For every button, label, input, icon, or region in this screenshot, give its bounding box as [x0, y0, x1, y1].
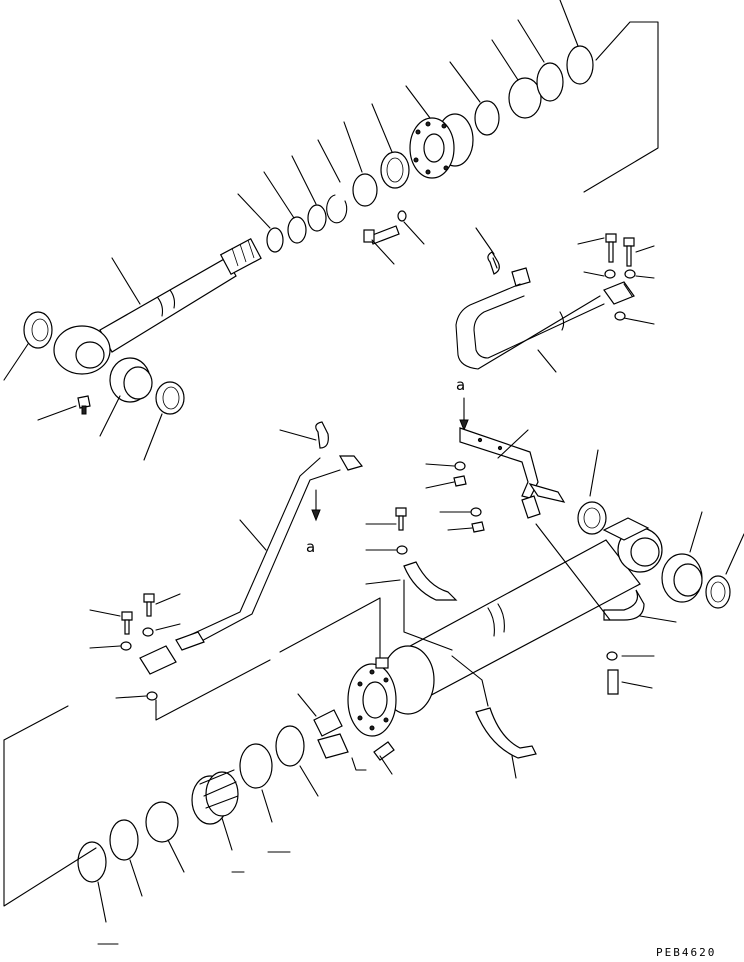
- u-clamp-right: [535, 523, 677, 695]
- rod-seal-rings: [266, 151, 410, 253]
- rod-side-piping: a: [89, 421, 364, 701]
- cylinder-tube: [347, 517, 663, 737]
- center-pipe-clamp: [365, 507, 458, 651]
- pipe-clamp-bracket: [425, 427, 566, 533]
- view-a-label-top: a: [456, 376, 465, 394]
- view-a-label-lower: a: [306, 538, 315, 556]
- gland-parts: [3, 597, 395, 945]
- drawing-code: PEB4620: [656, 946, 716, 959]
- top-leader-lines: [3, 0, 659, 461]
- piston: [363, 113, 474, 245]
- piston-rings: [474, 45, 594, 136]
- piston-rod-assembly: [23, 238, 262, 415]
- bottom-end-bushings: [577, 449, 744, 609]
- u-clamp-lower: [451, 655, 537, 779]
- view-a-callout-top: a: [456, 376, 469, 432]
- head-side-piping: [455, 227, 655, 373]
